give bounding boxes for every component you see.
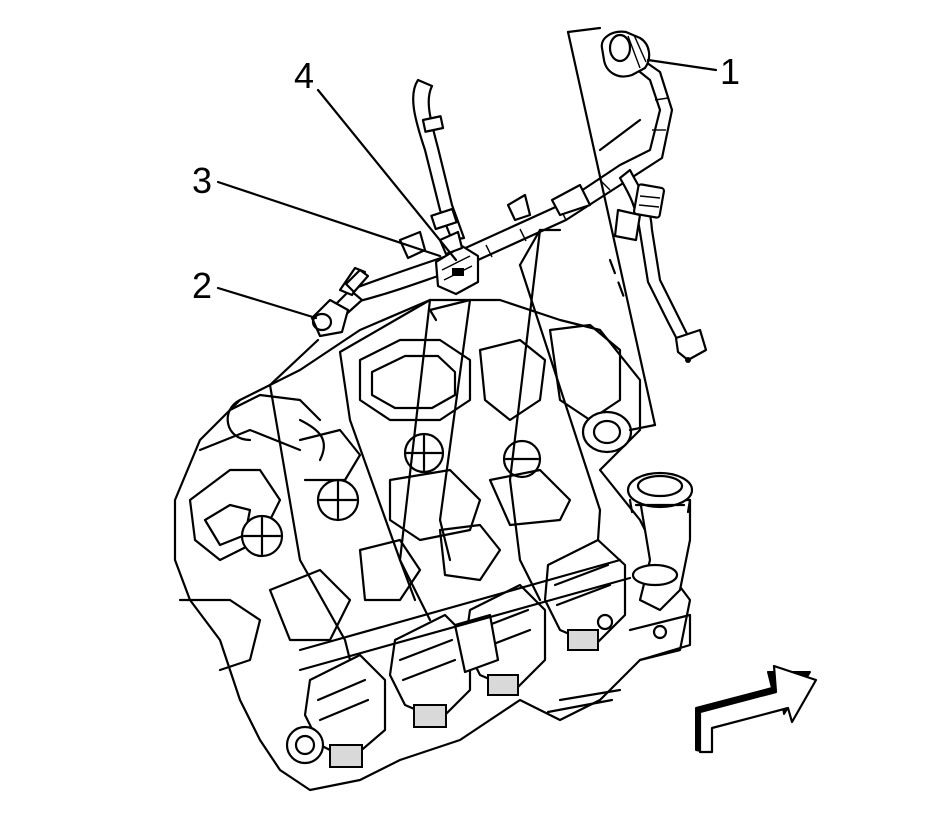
callout-leaders: [216, 58, 718, 320]
forward-direction-arrow-icon: [695, 664, 818, 754]
ignition-coil-bank: [285, 538, 632, 768]
ignition-coil-3: [453, 583, 547, 696]
callout-label-3: 3: [192, 160, 212, 201]
harness-connector-3-4: [434, 230, 480, 296]
callout-label-2: 2: [192, 265, 212, 306]
harness-connector-1: [600, 30, 651, 78]
harness-connector-2: [310, 268, 370, 338]
ignition-coil-2: [388, 613, 472, 728]
callout-label-1: 1: [720, 51, 740, 92]
ignition-coil-1: [285, 653, 387, 768]
ignition-coil-4: [543, 538, 627, 651]
callout-label-4: 4: [294, 55, 314, 96]
wiring-harness: [328, 56, 708, 363]
oil-filler-neck: [626, 471, 694, 662]
engine-intake-manifold: [173, 298, 692, 792]
harness-routing-outline: [268, 26, 657, 662]
